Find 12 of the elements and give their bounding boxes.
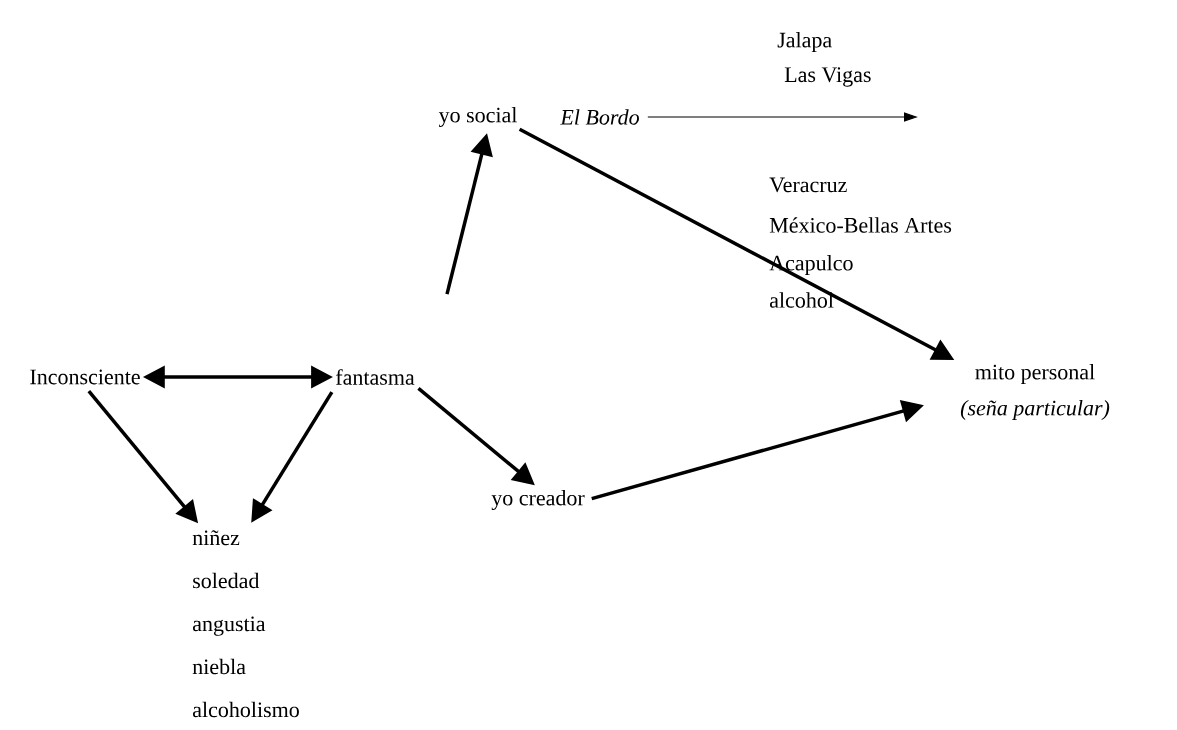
text-label: El Bordo xyxy=(560,109,639,125)
place-label: Veracruz xyxy=(769,177,847,193)
place-label: Las Vigas xyxy=(784,67,871,87)
text-label: Inconsciente xyxy=(30,369,140,385)
text-label: yo social xyxy=(438,107,517,127)
text-list: mito personal (seña particular) xyxy=(960,364,1110,420)
place-label: México-Bellas Artes xyxy=(769,217,952,233)
text-list: niñez soledad angustia niebla alcoholismo xyxy=(192,530,299,718)
place-label: Jalapa xyxy=(777,32,832,52)
place-label: alcohol xyxy=(770,292,834,308)
text-label: yo creador xyxy=(491,490,585,510)
text-label: fantasma xyxy=(336,369,415,385)
